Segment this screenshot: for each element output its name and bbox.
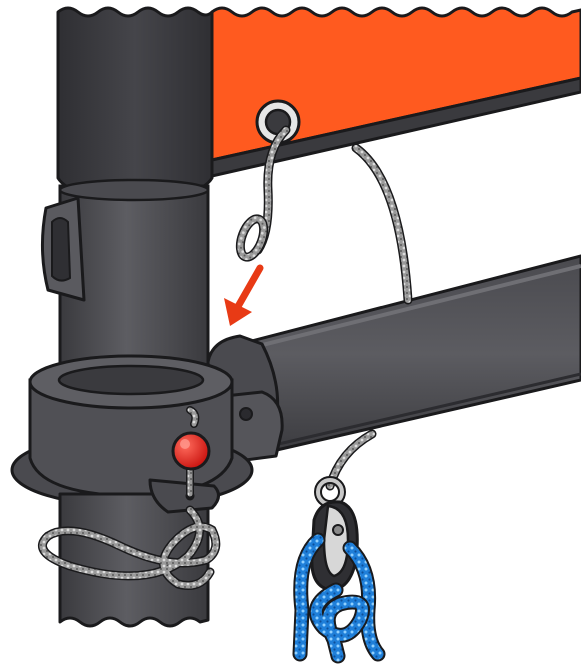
locking-pin bbox=[173, 433, 209, 469]
mast-base-collar bbox=[12, 356, 252, 506]
uphaul-rope bbox=[356, 148, 408, 300]
extension-clip bbox=[42, 198, 84, 300]
collar-tab bbox=[150, 480, 219, 512]
sail-panel bbox=[212, 8, 581, 176]
direction-arrow bbox=[224, 268, 260, 326]
mast-tube bbox=[58, 8, 212, 198]
